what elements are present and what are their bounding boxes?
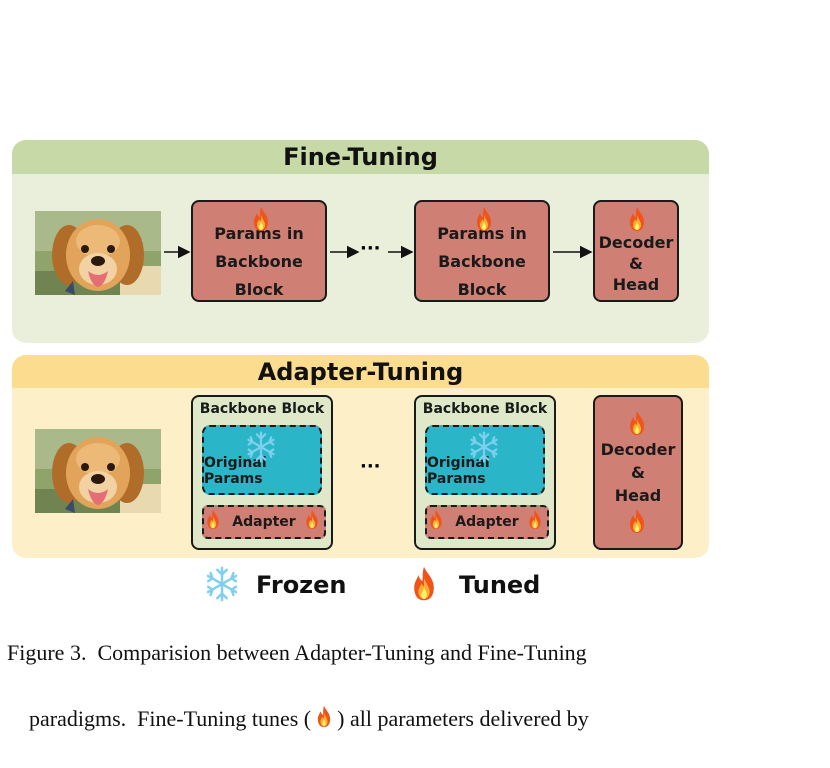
flame-icon [527, 509, 543, 530]
figure-caption: Figure 3. Comparision between Adapter-Tu… [7, 636, 717, 768]
backbone-params-block-2: Params in Backbone Block [414, 200, 550, 302]
flame-icon [304, 509, 320, 530]
block-label-line-2: Backbone Block [438, 252, 526, 299]
legend-frozen-label: Frozen [256, 571, 347, 599]
snowflake-icon [244, 430, 278, 464]
adapter-label: Adapter [455, 514, 519, 530]
backbone-block-title: Backbone Block [422, 401, 548, 417]
caption-line-2-start: paradigms. Fine-Tuning tunes ( [29, 706, 312, 731]
snowflake-icon [467, 430, 501, 464]
flame-icon [627, 508, 647, 534]
backbone-block-title: Backbone Block [199, 401, 325, 417]
head-label: Head [612, 274, 660, 294]
adapter-box: Adapter [202, 505, 326, 539]
head-label: Head [614, 486, 662, 505]
flame-icon [315, 705, 333, 728]
caption-line-2-end: ) all parameters delivered by [337, 706, 589, 731]
decoder-label: Decoder [600, 440, 676, 459]
decoder-label: Decoder [598, 232, 674, 252]
block-label-line-2: Backbone Block [215, 252, 303, 299]
flame-icon [410, 565, 438, 602]
flame-icon [205, 509, 221, 530]
adapter-label: Adapter [232, 514, 296, 530]
block-label-line-1: Params in [214, 224, 304, 243]
caption-line-2: paradigms. Fine-Tuning tunes ( ) all para… [7, 669, 717, 768]
ampersand-label: & [629, 253, 643, 273]
snowflake-icon [203, 565, 241, 603]
adapter-box: Adapter [425, 505, 549, 539]
flame-icon [428, 509, 444, 530]
dog-image [35, 429, 161, 513]
adapter-tuning-title: Adapter-Tuning [12, 355, 709, 388]
flame-icon [627, 410, 647, 436]
caption-line-1: Figure 3. Comparision between Adapter-Tu… [7, 640, 587, 665]
fine-tuning-title: Fine-Tuning [12, 140, 709, 174]
ellipsis: ··· [360, 456, 381, 477]
ampersand-label: & [631, 463, 645, 482]
block-label-line-1: Params in [437, 224, 527, 243]
original-params-label: Original Params [204, 455, 267, 487]
ellipsis: ··· [360, 238, 381, 259]
original-params-label: Original Params [427, 455, 490, 487]
legend-tuned-label: Tuned [459, 571, 541, 599]
